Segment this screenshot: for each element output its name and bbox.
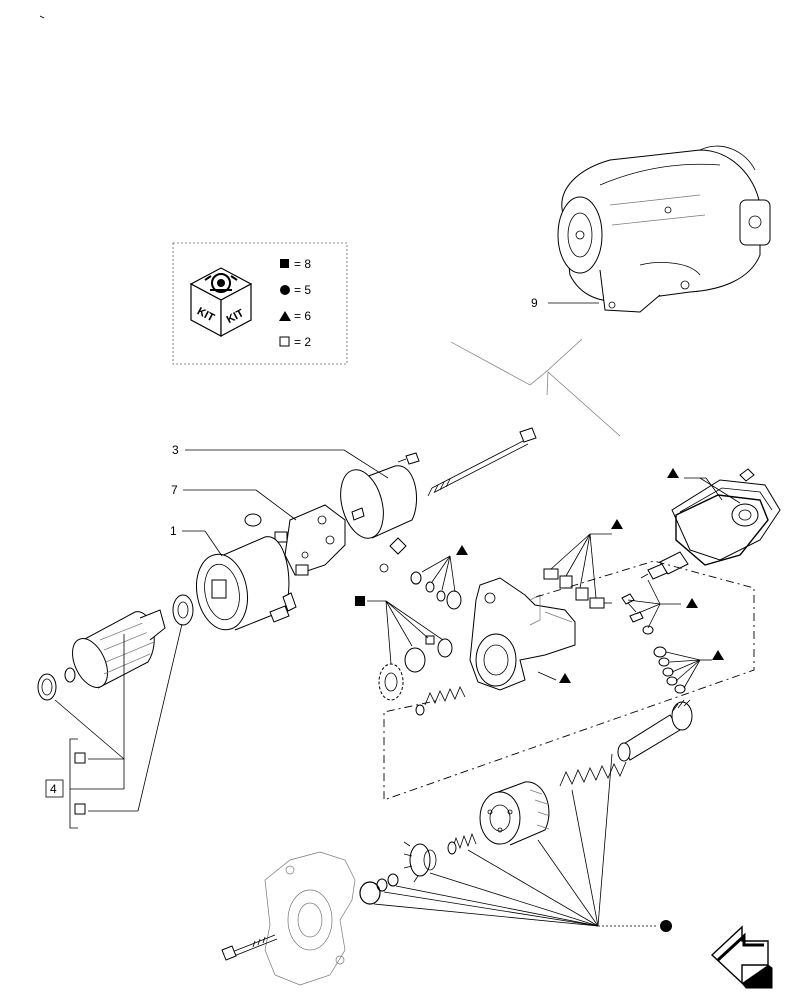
legend-circle-count: = 5	[294, 283, 311, 297]
assembly-envelope	[383, 560, 755, 801]
bearing-left	[37, 673, 57, 701]
filled-triangle-icon	[279, 311, 291, 321]
small-ball-part	[379, 537, 407, 573]
armature	[64, 609, 166, 689]
square-symbol-group	[355, 596, 444, 665]
contact-bolts	[621, 579, 698, 635]
open-square-icon	[279, 336, 290, 347]
contact-plates	[543, 519, 623, 609]
filled-triangle-icon	[686, 598, 698, 608]
housing-bolt	[221, 934, 278, 961]
starter-motor-assembly	[557, 145, 771, 313]
open-square-icon	[74, 752, 86, 764]
filled-triangle-icon	[611, 519, 623, 529]
item-4-bracket: 4	[45, 623, 183, 829]
drive-pinion	[403, 841, 437, 883]
plunger	[640, 551, 689, 580]
retainer-rings	[359, 873, 399, 905]
bearing-right	[172, 594, 194, 626]
pinion-gear-set	[378, 635, 453, 701]
legend-square-count: = 8	[294, 257, 311, 271]
housing-spring	[415, 686, 466, 716]
gear-housing	[469, 577, 576, 691]
overrunning-clutch	[479, 781, 551, 846]
filled-triangle-icon	[712, 650, 724, 660]
washer-set-circle	[410, 545, 468, 610]
small-bolt	[397, 452, 420, 465]
brush-holder-plate	[244, 504, 346, 576]
washer-stack	[653, 646, 724, 694]
filled-square-icon	[355, 596, 365, 606]
filled-circle-icon	[660, 920, 672, 932]
callout-7: 7	[171, 483, 178, 497]
yoke-cover	[340, 465, 418, 539]
filled-square-icon	[280, 259, 289, 268]
callout-1: 1	[170, 524, 177, 538]
kit-box-icon: KIT KIT	[189, 267, 253, 337]
small-spring	[447, 832, 477, 855]
cover-gasket	[675, 494, 769, 566]
callout-9: 9	[531, 296, 538, 310]
clutch-spring	[559, 761, 627, 787]
callout-4: 4	[50, 782, 57, 796]
kit-legend-frame	[172, 242, 348, 365]
filled-circle-icon	[280, 285, 290, 295]
through-bolt	[427, 427, 537, 497]
kit-legend: KIT KIT = 8 = 5 = 6 = 2	[172, 242, 348, 365]
front-housing	[264, 851, 356, 986]
legend-open-square-count: = 2	[294, 335, 311, 349]
legend-triangle-count: = 6	[294, 309, 311, 323]
corner-mark	[39, 15, 45, 19]
callout-3: 3	[172, 443, 179, 457]
next-page-arrow-icon[interactable]	[710, 925, 773, 989]
open-square-icon	[74, 803, 86, 815]
filled-triangle-icon	[559, 673, 571, 683]
filled-triangle-icon	[456, 545, 468, 555]
field-frame	[196, 536, 297, 631]
reference-line-left	[450, 338, 583, 386]
pinion-shaft	[617, 699, 693, 762]
filled-triangle-icon	[667, 468, 679, 478]
reference-line-right	[546, 371, 621, 437]
solenoid-cover	[671, 468, 781, 561]
circle-symbol-group	[373, 753, 672, 932]
